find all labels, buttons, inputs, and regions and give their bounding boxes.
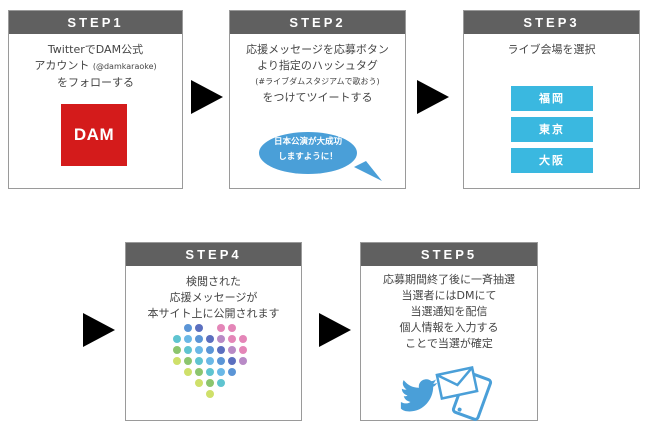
- step-5-description: 応募期間終了後に一斉抽選 当選者にはDMにて 当選通知を配信 個人情報を入力する…: [383, 273, 515, 350]
- heart-dot: [184, 346, 192, 354]
- heart-dot: [173, 346, 181, 354]
- dam-logo: DAM: [61, 104, 127, 166]
- step-4-card: STEP4 検閲された 応援メッセージが 本サイト上に公開されます: [125, 242, 302, 421]
- step-1-line: アカウント (@damkaraoke): [34, 59, 157, 72]
- heart-dot: [173, 335, 181, 343]
- step-3-card: STEP3 ライブ会場を選択 福岡 東京 大阪: [463, 10, 640, 189]
- step-4-description: 検閲された 応援メッセージが 本サイト上に公開されます: [147, 275, 280, 320]
- step-1-description: TwitterでDAM公式 アカウント (@damkaraoke) をフォローす…: [9, 42, 182, 91]
- heart-dot: [228, 346, 236, 354]
- heart-dot: [206, 390, 214, 398]
- heart-dot: [184, 368, 192, 376]
- hashtag-text: (#ライブダムスタジアムで歌おう): [255, 77, 380, 86]
- heart-dot: [195, 324, 203, 332]
- step-2-line: をつけてツイートする: [262, 91, 373, 104]
- speech-bubble-icon: [259, 132, 382, 181]
- step-3-description: ライブ会場を選択: [507, 43, 596, 56]
- arrow-right-icon: [319, 313, 351, 347]
- twitter-handle: (@damkaraoke): [92, 62, 157, 71]
- dm-notification-icons: [400, 366, 493, 421]
- heart-dot: [217, 346, 225, 354]
- heart-dot: [239, 357, 247, 365]
- step-5-card: STEP5 応募期間終了後に一斉抽選 当選者にはDMにて 当選通知を配信 個人情…: [360, 242, 538, 421]
- twitter-bird-icon: [400, 379, 437, 412]
- step-3-title: STEP3: [464, 11, 639, 34]
- heart-dot: [217, 379, 225, 387]
- heart-dot: [195, 357, 203, 365]
- step-2-line: 応援メッセージを応募ボタン: [246, 43, 389, 56]
- arrow-right-icon: [417, 80, 449, 114]
- step-1-line: TwitterでDAM公式: [47, 43, 144, 56]
- heart-dot: [239, 335, 247, 343]
- speech-bubble-text: 日本公演が大成功 しますように！: [273, 137, 342, 162]
- heart-dot: [206, 346, 214, 354]
- heart-dot: [195, 379, 203, 387]
- heart-dot: [239, 346, 247, 354]
- heart-dot: [195, 346, 203, 354]
- heart-dot: [206, 368, 214, 376]
- heart-dot: [217, 357, 225, 365]
- heart-dot: [206, 379, 214, 387]
- mail-icon: [435, 366, 479, 400]
- step-4-title: STEP4: [126, 243, 301, 266]
- venue-button-osaka[interactable]: 大阪: [511, 148, 593, 173]
- step-2-card: STEP2 応援メッセージを応募ボタン より指定のハッシュタグ (#ライブダムス…: [229, 10, 406, 189]
- step-1-title: STEP1: [9, 11, 182, 34]
- heart-dot: [217, 324, 225, 332]
- heart-dot: [206, 335, 214, 343]
- step-2-line: より指定のハッシュタグ: [257, 59, 378, 72]
- heart-dot: [228, 324, 236, 332]
- step-1-card: STEP1 TwitterでDAM公式 アカウント (@damkaraoke) …: [8, 10, 183, 189]
- step-5-title: STEP5: [361, 243, 537, 266]
- heart-dot: [206, 357, 214, 365]
- heart-dot: [173, 357, 181, 365]
- heart-dot: [195, 335, 203, 343]
- heart-dots-icon: [173, 324, 247, 398]
- step-2-description: 応援メッセージを応募ボタン より指定のハッシュタグ (#ライブダムスタジアムで歌…: [230, 42, 405, 106]
- step-2-title: STEP2: [230, 11, 405, 34]
- heart-dot: [228, 335, 236, 343]
- heart-dot: [217, 335, 225, 343]
- venue-button-tokyo[interactable]: 東京: [511, 117, 593, 142]
- arrow-right-icon: [191, 80, 223, 114]
- venue-button-fukuoka[interactable]: 福岡: [511, 86, 593, 111]
- heart-dot: [184, 324, 192, 332]
- heart-dot: [184, 357, 192, 365]
- step-1-line: をフォローする: [57, 76, 134, 89]
- heart-dot: [228, 368, 236, 376]
- heart-dot: [195, 368, 203, 376]
- heart-dot: [228, 357, 236, 365]
- arrow-right-icon: [83, 313, 115, 347]
- heart-dot: [217, 368, 225, 376]
- heart-dot: [184, 335, 192, 343]
